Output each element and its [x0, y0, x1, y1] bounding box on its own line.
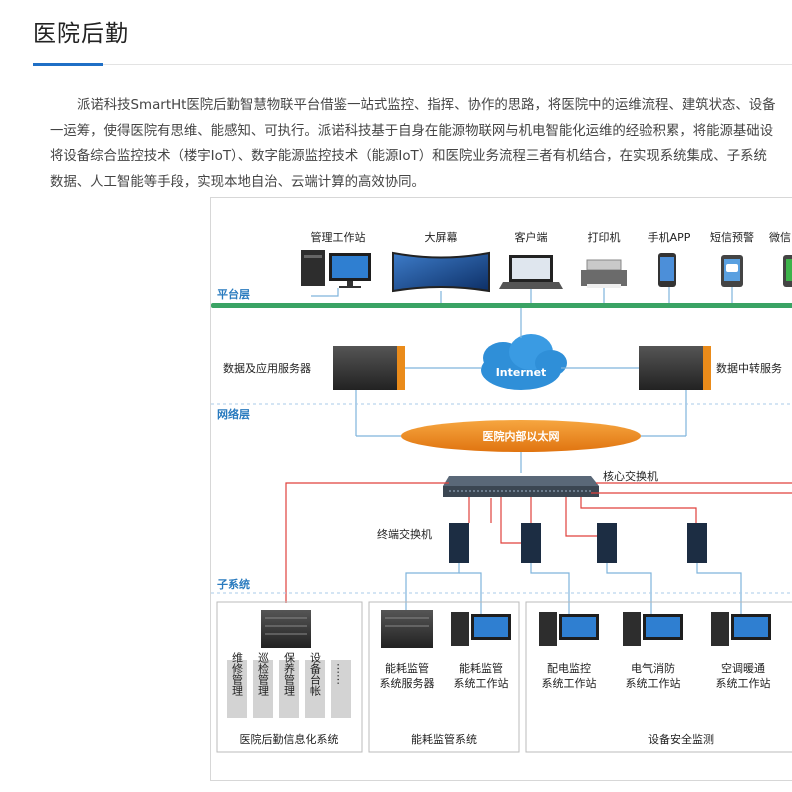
info-system-box: [216, 601, 363, 753]
management-station-icon: [301, 250, 371, 288]
page-title: 医院后勤: [33, 21, 129, 47]
mobile-app-label: 手机APP: [648, 230, 691, 244]
energy-station-label-line1: 能耗监管: [459, 661, 503, 675]
architecture-diagram: 管理工作站 大屏幕 客户端 打印机 手机APP 短信预警 微信 平台层: [210, 197, 792, 781]
info-system-label: 医院后勤信息化系统: [240, 732, 339, 746]
energy-server-label-line2: 系统服务器: [380, 677, 435, 690]
subsystem-layer-label: 子系统: [217, 577, 250, 591]
wechat-icon: [783, 255, 792, 287]
terminal-switch-icons: [449, 523, 707, 563]
data-relay-server-icon: [639, 346, 711, 390]
fire-station-label-line2: 系统工作站: [626, 676, 681, 690]
terminal-switch-label: 终端交换机: [377, 527, 432, 541]
core-switch-label: 核心交换机: [603, 469, 658, 483]
data-relay-server-label: 数据中转服务: [716, 361, 782, 375]
printer-icon: [581, 259, 627, 288]
power-station-icon: [539, 612, 599, 646]
sms-alert-label: 短信预警: [710, 230, 754, 244]
energy-server-icon: [381, 610, 433, 648]
hospital-lan-label: 医院内部以太网: [483, 429, 560, 443]
big-screen-icon: [392, 251, 490, 293]
intro-line-4: 数据、人工智能等手段，实现本地自治、云端计算的高效协同。: [50, 174, 425, 190]
hospital-lan-icon: [401, 420, 641, 452]
info-items-bars: [227, 660, 351, 718]
info-item-inspection: 巡检管理: [257, 652, 270, 696]
energy-system-box: [368, 601, 520, 753]
hvac-station-label-line2: 系统工作站: [716, 676, 771, 690]
client-label: 客户端: [515, 230, 548, 244]
intro-line-1: 派诺科技SmartHt医院后勤智慧物联平台借鉴一站式监控、指挥、协作的思路，将医…: [77, 98, 776, 113]
core-switch-icon: [443, 476, 599, 497]
architecture-diagram-svg: 管理工作站 大屏幕 客户端 打印机 手机APP 短信预警 微信 平台层: [211, 230, 792, 753]
hvac-station-icon: [711, 612, 771, 646]
terminal-links: [311, 287, 733, 303]
title-accent-bar: [33, 63, 103, 66]
platform-bar: [211, 303, 792, 308]
wechat-label: 微信: [769, 230, 791, 244]
management-station-label: 管理工作站: [311, 230, 366, 244]
platform-layer-label: 平台层: [217, 287, 250, 301]
intro-line-2: 一运筹，使得医院有思维、能感知、可执行。派诺科技基于自身在能源物联网与机电智能化…: [50, 123, 774, 139]
energy-server-label-line1: 能耗监管: [385, 661, 429, 675]
info-system-server-icon: [261, 610, 311, 648]
hvac-station-label-line1: 空调暖通: [721, 661, 765, 675]
fire-station-label-line1: 电气消防: [631, 661, 675, 675]
title-divider: [33, 64, 792, 65]
internet-label: Internet: [496, 366, 547, 379]
energy-system-label: 能耗监管系统: [411, 732, 477, 746]
fire-station-icon: [623, 612, 683, 646]
power-station-label-line2: 系统工作站: [542, 676, 597, 690]
intro-paragraph: 派诺科技SmartHt医院后勤智慧物联平台借鉴一站式监控、指挥、协作的思路，将医…: [50, 93, 792, 195]
power-station-label-line1: 配电监控: [547, 661, 591, 675]
energy-station-label-line2: 系统工作站: [454, 676, 509, 690]
network-layer-label: 网络层: [217, 407, 250, 421]
data-app-server-label: 数据及应用服务器: [223, 361, 311, 375]
internet-cloud-icon: [481, 334, 567, 390]
info-item-ledger: 设备台帐: [309, 652, 322, 697]
sms-alert-icon: [721, 255, 743, 287]
client-laptop-icon: [499, 255, 563, 289]
big-screen-label: 大屏幕: [425, 230, 458, 244]
subsystem-links: [405, 563, 742, 618]
printer-label: 打印机: [588, 230, 621, 244]
intro-line-3: 将设备综合监控技术（楼宇IoT）、数字能源监控技术（能源IoT）和医院业务流程三…: [50, 149, 767, 165]
info-item-ellipsis: ……: [335, 663, 348, 685]
info-item-repair: 维修管理: [231, 652, 244, 696]
info-item-maintenance: 保养管理: [283, 651, 296, 696]
mobile-phone-icon: [658, 253, 676, 287]
safety-system-box: [525, 601, 792, 753]
data-app-server-icon: [333, 346, 405, 390]
energy-station-icon: [451, 612, 511, 646]
safety-system-label: 设备安全监测: [648, 732, 714, 746]
server-links: [355, 308, 687, 437]
